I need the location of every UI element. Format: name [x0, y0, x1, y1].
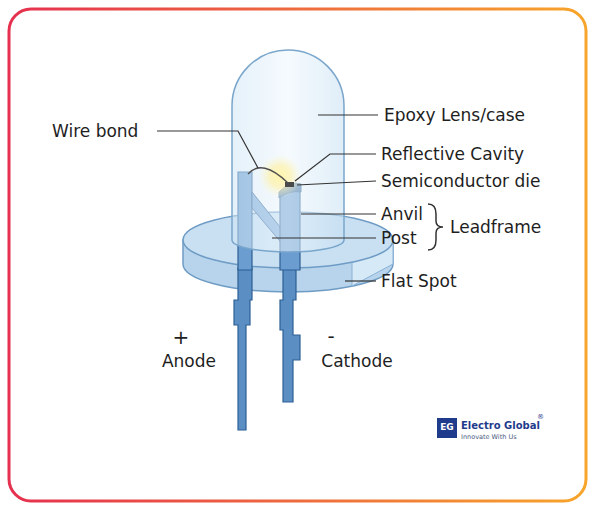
part-label: Flat Spot — [381, 272, 457, 291]
semiconductor-die — [285, 182, 294, 187]
frame-border — [9, 9, 586, 501]
cathode-lead — [280, 268, 300, 402]
part-label: Semiconductor die — [381, 172, 540, 191]
leadframe-brace — [428, 204, 443, 250]
pin-name: Anode — [162, 352, 216, 371]
leader-line — [318, 114, 378, 115]
part-label: Anvil — [381, 205, 423, 224]
leader-lines — [157, 115, 378, 281]
pin-name: Cathode — [321, 352, 392, 371]
anode-lead — [234, 268, 252, 430]
part-label: Post — [381, 229, 417, 248]
part-label: Wire bond — [52, 122, 138, 141]
brand-tagline: Innovate With Us — [461, 434, 517, 441]
trademark: ® — [537, 414, 544, 422]
polarity-sign: - — [327, 325, 334, 347]
logo-mark: EG — [440, 423, 454, 433]
polarity-sign: + — [173, 326, 190, 348]
part-label: Epoxy Lens/case — [384, 106, 525, 125]
wire-bond — [248, 168, 288, 183]
logo-square — [437, 418, 457, 438]
part-label: Reflective Cavity — [381, 145, 524, 164]
leader-line — [301, 213, 376, 214]
leader-line — [272, 237, 376, 238]
leader-line — [295, 154, 376, 181]
brand-name: Electro Global — [461, 420, 540, 431]
leader-line — [157, 131, 258, 168]
leader-line — [345, 280, 376, 281]
group-label: Leadframe — [450, 218, 541, 237]
leader-line — [297, 181, 376, 185]
